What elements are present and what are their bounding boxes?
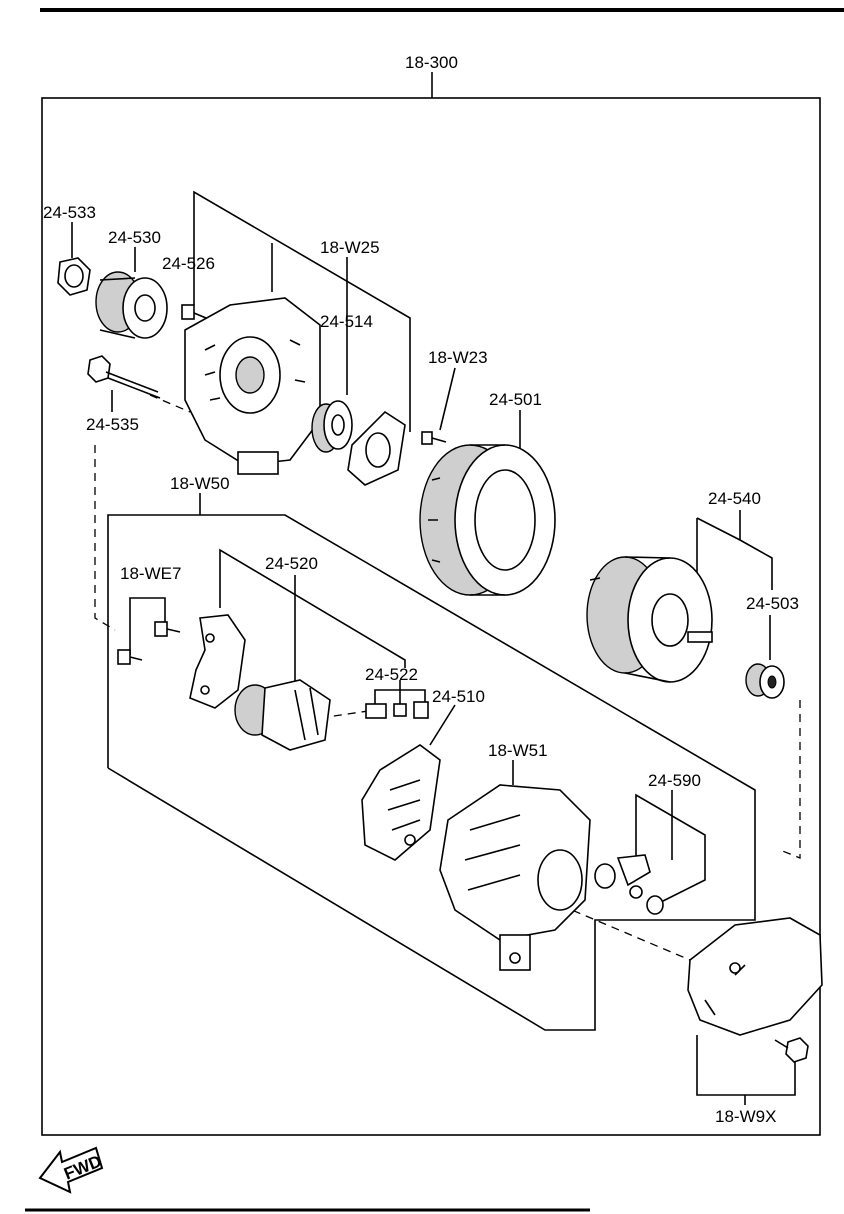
brushes-24-522	[365, 701, 429, 719]
pulley-24-530	[95, 271, 168, 339]
label-24-530: 24-530	[108, 228, 161, 247]
terminal-24-590	[594, 854, 664, 915]
rotor-24-540	[586, 556, 713, 683]
label-18-W9X: 18-W9X	[715, 1107, 776, 1126]
screw-18-W23	[421, 431, 447, 445]
label-18-W25: 18-W25	[320, 238, 380, 257]
label-24-503: 24-503	[746, 594, 799, 613]
label-24-501: 24-501	[489, 390, 542, 409]
label-18-W23: 18-W23	[428, 348, 488, 367]
front-housing	[184, 297, 321, 475]
screws-18-WE7	[117, 621, 181, 665]
fwd-arrow-icon: FWD	[38, 1146, 104, 1194]
bearing-24-503	[745, 663, 785, 699]
bolt-18-W9X	[774, 1037, 809, 1063]
label-24-522: 24-522	[365, 665, 418, 684]
rear-cover	[687, 917, 823, 1036]
label-18-300: 18-300	[405, 53, 458, 72]
label-24-535: 24-535	[86, 415, 139, 434]
fwd-label: FWD	[61, 1151, 104, 1183]
regulator-24-520	[234, 679, 331, 751]
label-24-526: 24-526	[162, 254, 215, 273]
nut-24-533	[57, 257, 91, 296]
label-18-W51: 18-W51	[488, 741, 548, 760]
bolt-24-526	[181, 304, 207, 320]
label-24-514: 24-514	[320, 312, 373, 331]
label-24-510: 24-510	[432, 687, 485, 706]
rectifier-24-510	[361, 744, 441, 861]
rear-housing-18-W51	[439, 784, 591, 971]
bearing-24-514	[311, 400, 353, 453]
stator-24-501	[419, 444, 556, 596]
assembly-frame	[41, 97, 821, 1136]
label-24-590: 24-590	[648, 771, 701, 790]
bolt-24-535	[87, 355, 161, 399]
regulator-bracket	[189, 614, 246, 709]
label-18-W50: 18-W50	[170, 474, 230, 493]
label-24-540: 24-540	[708, 489, 761, 508]
label-24-533: 24-533	[43, 203, 96, 222]
label-24-520: 24-520	[265, 554, 318, 573]
retainer-plate	[347, 410, 406, 486]
label-18-WE7: 18-WE7	[120, 564, 181, 583]
